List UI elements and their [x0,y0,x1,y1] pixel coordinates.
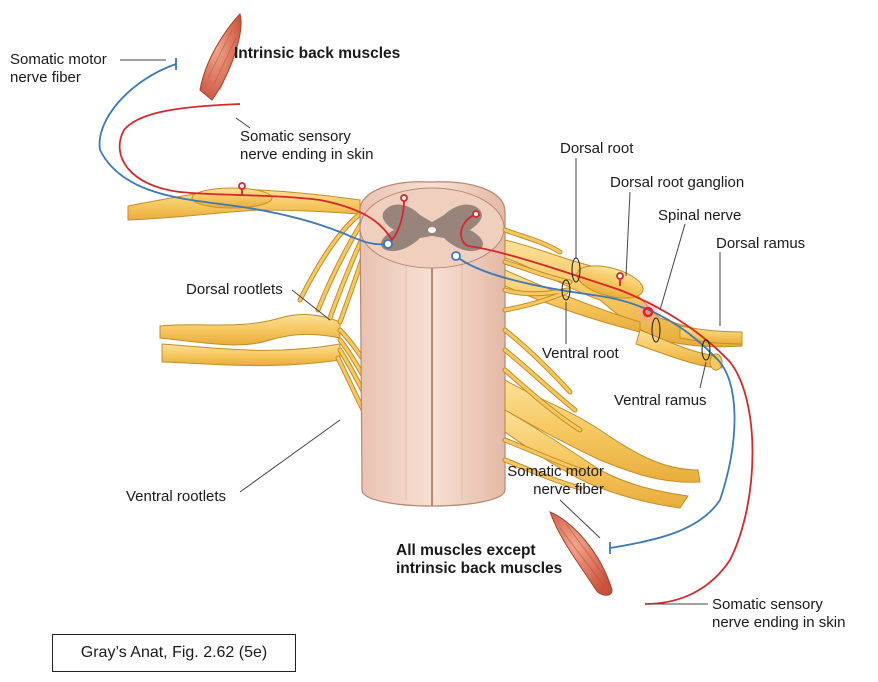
label-somatic-sensory-bottom-line2: nerve ending in skin [712,614,846,631]
left-spinal-nerve [159,314,341,367]
label-all-muscles-line1: All muscles except [396,542,536,559]
label-somatic-motor-bottom-line1: Somatic motor [507,463,604,480]
right-nerve-trunk [504,239,743,371]
label-dorsal-ramus: Dorsal ramus [716,235,806,252]
label-somatic-sensory-bottom: Somatic sensory nerve ending in skin [712,596,845,632]
left-dorsal-root [127,187,361,221]
label-somatic-motor-top: Somatic motor nerve fiber [10,51,120,87]
label-dorsal-rootlets: Dorsal rootlets [186,281,283,298]
label-all-muscles: All muscles except intrinsic back muscle… [396,542,562,578]
limb-muscle [549,511,613,596]
right-lower-nerve [504,379,701,509]
spinal-cord [359,181,506,507]
label-somatic-motor-top-line1: Somatic motor [10,51,107,68]
section-markers [561,257,711,361]
label-somatic-sensory-top-line2: nerve ending in skin [240,146,374,163]
sensory-fibers [118,103,754,605]
label-somatic-sensory-top: Somatic sensory nerve ending in skin [240,128,373,164]
label-somatic-motor-bottom-line2: nerve fiber [533,481,604,498]
label-dorsal-root: Dorsal root [560,140,634,157]
motor-fibers [98,58,736,554]
label-somatic-sensory-bottom-line1: Somatic sensory [712,596,823,613]
label-ventral-ramus: Ventral ramus [614,392,707,409]
label-ventral-rootlets: Ventral rootlets [126,488,227,505]
leader-lines [120,59,721,605]
label-intrinsic-back-muscles: Intrinsic back muscles [234,45,401,62]
label-spinal-nerve: Spinal nerve [658,207,742,224]
label-ventral-root: Ventral root [542,345,619,362]
label-somatic-motor-bottom: Somatic motor nerve fiber [480,463,604,499]
citation-box: Gray’s Anat, Fig. 2.62 (5e) [52,634,296,672]
label-all-muscles-line2: intrinsic back muscles [396,560,563,577]
label-somatic-motor-top-line2: nerve fiber [10,69,81,86]
intrinsic-back-muscle [199,13,242,101]
label-dorsal-root-ganglion: Dorsal root ganglion [610,174,745,191]
label-somatic-sensory-top-line1: Somatic sensory [240,128,351,145]
